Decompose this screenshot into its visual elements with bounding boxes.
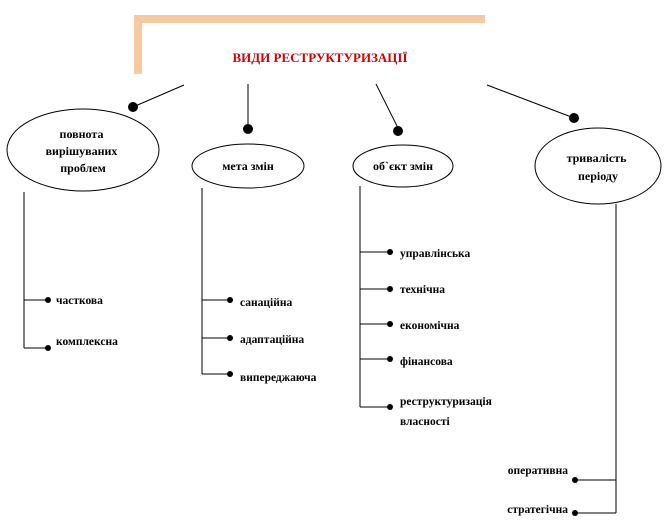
category-label: мета змін — [222, 159, 274, 173]
category-tree-line — [359, 186, 390, 408]
item-dot — [572, 510, 578, 516]
item-dot — [227, 297, 233, 303]
category-duration: тривалість періоду оперативна стратегічн… — [507, 127, 662, 516]
diagram-title: ВИДИ РЕСТРУКТУРИЗАЦІЇ — [232, 50, 407, 65]
category-label: об`єкт змін — [373, 159, 433, 173]
item-label: управлінська — [400, 248, 470, 260]
title-bracket — [134, 15, 485, 74]
title-connectors — [128, 83, 579, 136]
connector-dot-2 — [243, 124, 253, 134]
connector-dot-3 — [393, 126, 403, 136]
item-dot — [387, 321, 393, 327]
connector-dot-1 — [128, 102, 138, 112]
item-dot — [387, 356, 393, 362]
category-ellipse — [191, 143, 305, 189]
item-label: оперативна — [508, 465, 568, 477]
item-label-line: реструктуризація — [400, 396, 492, 408]
item-label: адаптаційна — [240, 334, 304, 346]
category-label-line: повнота — [60, 127, 104, 141]
category-goal: мета змін санаційна адаптаційна випередж… — [191, 143, 317, 384]
item-label: санаційна — [240, 297, 292, 309]
item-dot — [572, 477, 578, 483]
category-ellipse — [352, 144, 454, 188]
category-tree-line — [575, 204, 617, 514]
category-label: повнота вирішуваних проблем — [46, 127, 121, 175]
category-tree-line — [201, 188, 230, 375]
item-label: технічна — [400, 284, 445, 296]
item-label: реструктуризація власності — [400, 396, 495, 428]
item-label: стратегічна — [507, 504, 568, 516]
item-label: часткова — [56, 295, 103, 307]
item-label: фінансова — [400, 356, 453, 368]
connector-line-1 — [132, 84, 185, 108]
item-label-line: власності — [400, 416, 450, 428]
category-ellipse — [6, 108, 160, 192]
category-label-line: вирішуваних — [46, 144, 118, 158]
item-dot — [227, 335, 233, 341]
connector-line-4 — [486, 84, 575, 119]
item-dot — [45, 297, 51, 303]
category-label-line: тривалість — [567, 151, 628, 165]
category-label-line: проблем — [60, 161, 106, 175]
item-dot — [387, 286, 393, 292]
category-label-line: періоду — [578, 169, 618, 183]
item-dot — [45, 345, 51, 351]
category-ellipse — [534, 127, 662, 205]
item-dot — [227, 371, 233, 377]
category-tree-line — [23, 192, 48, 349]
category-label: тривалість періоду — [567, 151, 630, 183]
connector-dot-4 — [569, 113, 579, 123]
category-object: об`єкт змін управлінська технічна економ… — [352, 144, 495, 428]
item-dot — [387, 404, 393, 410]
item-label: економічна — [400, 320, 460, 332]
item-label: випереджаюча — [240, 372, 317, 384]
connector-line-3 — [375, 83, 399, 129]
category-completeness: повнота вирішуваних проблем часткова ком… — [6, 108, 160, 351]
item-label: комплексна — [56, 336, 118, 348]
item-dot — [387, 249, 393, 255]
